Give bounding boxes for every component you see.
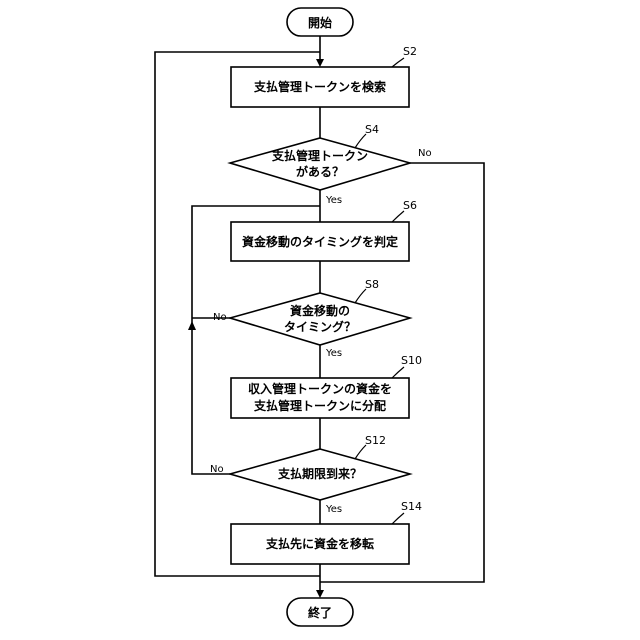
start-label: 開始 bbox=[308, 15, 332, 30]
process-s6-text: 資金移動のタイミングを判定 bbox=[242, 234, 398, 249]
step-label-s6: S6 bbox=[403, 199, 417, 212]
decision-s4: 支払管理トークン がある？ bbox=[230, 138, 410, 190]
decision-s12-text: 支払期限到来？ bbox=[277, 466, 362, 481]
s4-leader-line bbox=[355, 134, 366, 148]
end-label: 終了 bbox=[308, 605, 332, 620]
end-terminal: 終了 bbox=[287, 598, 353, 626]
process-s14: 支払先に資金を移転 bbox=[231, 524, 409, 564]
step-label-s10: S10 bbox=[401, 354, 422, 367]
decision-s8: 資金移動の タイミング？ bbox=[230, 293, 410, 345]
step-label-s12: S12 bbox=[365, 434, 386, 447]
decision-s12: 支払期限到来？ bbox=[230, 449, 410, 500]
s8-yes-label: Yes bbox=[325, 348, 342, 359]
decision-s8-line2: タイミング？ bbox=[284, 319, 356, 334]
arrowhead-end bbox=[316, 590, 324, 598]
s4-yes-label: Yes bbox=[325, 195, 342, 206]
s12-yes-label: Yes bbox=[325, 504, 342, 515]
step-label-s2: S2 bbox=[403, 45, 417, 58]
process-s2-text: 支払管理トークンを検索 bbox=[253, 79, 386, 94]
decision-s4-line2: がある？ bbox=[296, 164, 344, 179]
s2-leader-line bbox=[392, 58, 404, 67]
start-terminal: 開始 bbox=[287, 8, 353, 36]
arrowhead-s2 bbox=[316, 59, 324, 67]
s12-leader-line bbox=[355, 445, 366, 459]
process-s10: 収入管理トークンの資金を 支払管理トークンに分配 bbox=[231, 378, 409, 418]
s6-leader-line bbox=[392, 211, 404, 222]
process-s2: 支払管理トークンを検索 bbox=[231, 67, 409, 107]
process-s10-line1: 収入管理トークンの資金を bbox=[248, 381, 392, 396]
step-label-s4: S4 bbox=[365, 123, 379, 136]
step-label-s8: S8 bbox=[365, 278, 379, 291]
s14-leader-line bbox=[392, 513, 404, 524]
decision-s8-line1: 資金移動の bbox=[290, 303, 350, 318]
s4-no-label: No bbox=[418, 148, 432, 159]
s10-leader-line bbox=[392, 367, 404, 378]
s8-leader-line bbox=[355, 289, 366, 303]
process-s14-text: 支払先に資金を移転 bbox=[265, 536, 374, 551]
step-label-s14: S14 bbox=[401, 500, 422, 513]
process-s6: 資金移動のタイミングを判定 bbox=[231, 222, 409, 261]
process-s10-line2: 支払管理トークンに分配 bbox=[253, 398, 386, 413]
inner-loop-arrowhead bbox=[188, 321, 196, 330]
decision-s4-line1: 支払管理トークン bbox=[271, 148, 368, 163]
